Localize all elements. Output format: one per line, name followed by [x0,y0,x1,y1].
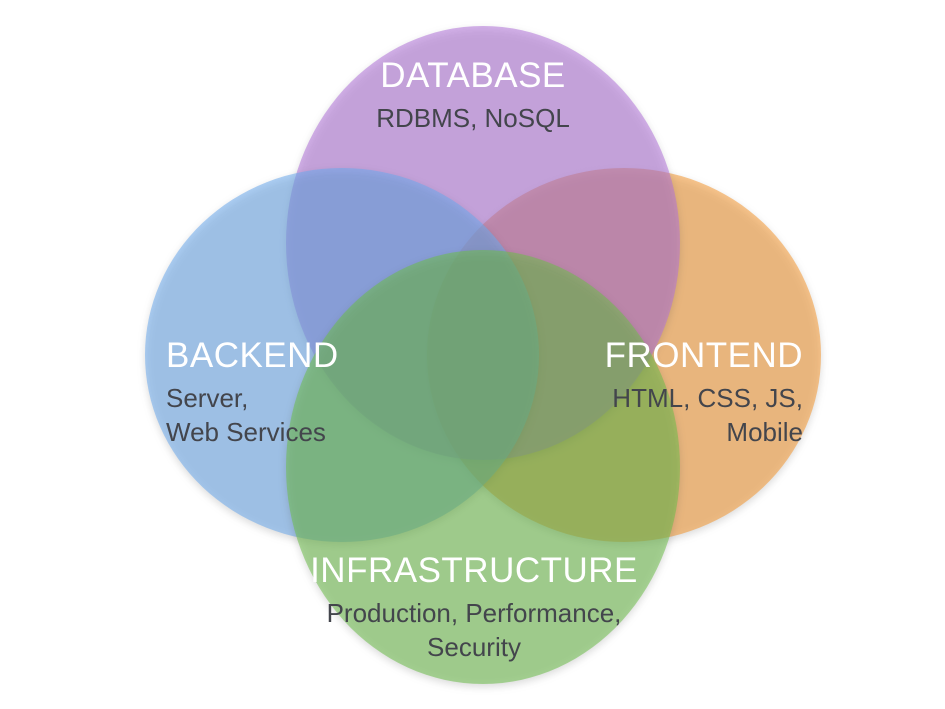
venn-circle-infrastructure [286,250,680,684]
